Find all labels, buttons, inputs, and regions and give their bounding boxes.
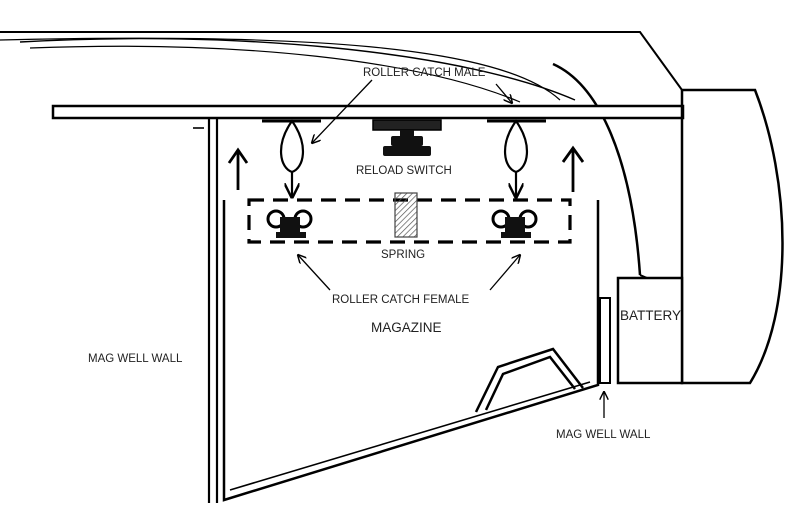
magazine-body [222,200,600,502]
upper-frame [0,31,683,279]
mag-well-wall-left-label: MAG WELL WALL [88,353,183,365]
roller-catch-male-right [487,119,546,197]
spring-label: SPRING [381,249,425,261]
mag-well-wall-right-label: MAG WELL WALL [556,429,651,441]
up-arrow-right [561,145,585,192]
mag-well-wall-right-line [599,297,611,384]
roller-catch-female-right [491,209,538,238]
reload-switch-label: RELOAD SWITCH [356,165,452,177]
catch-housing [247,198,572,244]
leader-arrows [298,79,604,418]
roller-catch-female-label: ROLLER CATCH FEMALE [332,294,470,306]
battery-housing [680,88,784,385]
roller-catch-male-left [262,119,321,197]
battery: BATTERY [616,276,684,385]
top-plate [51,104,685,120]
roller-catch-female-left [266,209,313,238]
up-arrow-left [227,147,249,190]
magazine-label: MAGAZINE [371,320,442,335]
mag-well-wall-left-line [193,118,219,503]
reload-switch [372,119,442,156]
spring [394,192,418,238]
magazine-bump [474,347,584,413]
battery-label: BATTERY [620,308,681,323]
roller-catch-male-label: ROLLER CATCH MALE [363,67,486,79]
